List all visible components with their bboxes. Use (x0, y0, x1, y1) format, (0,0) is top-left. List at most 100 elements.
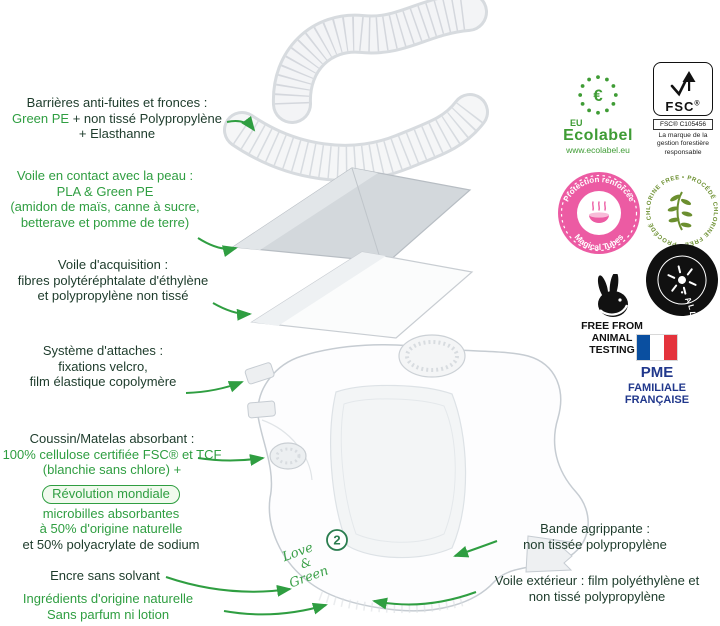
annotation-barrieres: Barrières anti-fuites et fronces :Green … (4, 95, 230, 142)
fsc-caption: La marque de la gestion forestière respo… (650, 132, 716, 157)
arrow-bande (453, 540, 498, 558)
annotation-segment: microbilles absorbantes (42, 505, 180, 521)
annotation-segment: 100% cellulose certifiée FSC® et TCF (2, 446, 222, 462)
annotation-line: non tissée polypropylène (492, 537, 698, 553)
annotation-segment: film élastique copolymère (29, 374, 177, 390)
fsc-code-label: FSC® C105456 (653, 119, 713, 130)
annotation-segment: PLA & Green PE (56, 183, 154, 199)
annotation-segment: + Elasthanne (78, 126, 156, 142)
annotation-segment: (amidon de maïs, canne à sucre, (10, 199, 200, 215)
annotation-line: et 50% polyacrylate de sodium (8, 537, 214, 553)
annotation-segment: et 50% polyacrylate de sodium (22, 536, 200, 552)
annotation-segment: à 50% d'origine naturelle (39, 521, 183, 537)
annotation-line: fibres polytéréphtalate d'éthylène (2, 273, 224, 289)
pme-badge: PME FAMILIALE FRANÇAISE (618, 334, 696, 407)
annotation-line: (blanchie sans chlore) + (0, 462, 224, 478)
arrow-barrieres (226, 116, 256, 132)
number-2-badge: 2 (326, 529, 348, 551)
olive-branch-icon (667, 191, 693, 231)
number-2-label: 2 (333, 533, 340, 548)
fastening-tabs (244, 362, 276, 419)
annotation-line: Système d'attaches : (22, 343, 184, 359)
eu-flower-icon: € (578, 75, 618, 115)
annotation-line: betterave et pomme de terre) (4, 215, 206, 231)
annotation-line: Encre sans solvant (34, 568, 176, 584)
pointer-arrows (165, 116, 498, 616)
rabbit-icon (597, 274, 629, 317)
arrow-coussin (197, 454, 265, 466)
arrow-voile-peau (197, 237, 238, 257)
annotation-line: (amidon de maïs, canne à sucre, (4, 199, 206, 215)
pme-line: FAMILIALE (627, 381, 687, 394)
annotation-bande-agrippante: Bande agrippante :non tissée polypropylè… (492, 521, 698, 552)
annotation-line: à 50% d'origine naturelle (8, 521, 214, 537)
fsc-caption-line: La marque de la (658, 132, 708, 139)
annotation-revolution: Révolution mondiale microbilles absorban… (8, 485, 214, 552)
euro-symbol: € (593, 86, 603, 105)
annotation-line: Sans parfum ni lotion (2, 607, 214, 623)
pme-line: PME (640, 364, 674, 381)
absorbent-pad (269, 442, 307, 470)
annotation-segment: non tissé polypropylène (528, 588, 666, 604)
annotation-segment: + non tissé Polypropylène (69, 110, 222, 126)
annotation-systeme-attaches: Système d'attaches :fixations velcro,fil… (22, 343, 184, 390)
annotation-line: + Elasthanne (4, 126, 230, 142)
allergy-flower-icon (667, 265, 697, 295)
magical-tubes-seal: Protection renforcée Magical Tubes (558, 172, 640, 254)
annotation-segment: Sans parfum ni lotion (46, 606, 170, 622)
annotation-segment: Voile d'acquisition : (57, 257, 169, 272)
animal-testing-line: FREE FROM (581, 320, 643, 332)
annotation-line: microbilles absorbantes (8, 506, 214, 522)
annotation-line: PLA & Green PE (4, 184, 206, 200)
pme-line: FRANÇAISE (624, 394, 690, 407)
annotation-line: Voile d'acquisition : (2, 257, 224, 273)
annotation-segment: et polypropylène non tissé (37, 288, 189, 304)
magical-tubes-bowl-icon (589, 201, 609, 223)
fsc-logo-box: FSC® (653, 62, 713, 116)
ecolabel-eu-label: EU (570, 118, 583, 128)
brand-line-2: & (298, 555, 313, 572)
annotation-line: Voile extérieur : film polyéthylène et (474, 573, 720, 589)
annotation-segment: Voile extérieur : film polyéthylène et (494, 573, 700, 588)
animal-testing-line: ANIMAL (591, 332, 633, 345)
fsc-badge: FSC® FSC® C105456 La marque de la gestio… (650, 62, 716, 157)
annotation-line: Bande agrippante : (492, 521, 698, 537)
annotation-line: et polypropylène non tissé (2, 288, 224, 304)
arrow-voile-acquisition (212, 302, 252, 321)
ruffle-band-second (223, 93, 489, 182)
annotation-segment: Bande agrippante : (540, 521, 650, 536)
diaper-body: 2 Love & Green (244, 334, 589, 614)
french-flag-icon (636, 334, 678, 361)
annotation-line: Green PE + non tissé Polypropylène (4, 111, 230, 127)
annotation-segment: fibres polytéréphtalate d'éthylène (17, 272, 209, 288)
annotation-segment: (blanchie sans chlore) + (42, 462, 182, 478)
annotation-line: 100% cellulose certifiée FSC® et TCF (0, 447, 224, 463)
ecolabel-name-label: Ecolabel (563, 127, 633, 144)
annotation-line: Barrières anti-fuites et fronces : (4, 95, 230, 111)
chlorine-free-badge: • PROCÉDÉ CHLORINE FREE • PROCÉDÉ CHLORI… (646, 168, 718, 254)
fsc-reg-mark: ® (694, 100, 701, 108)
annotation-line: Ingrédients d'origine naturelle (2, 591, 214, 607)
arrow-ingredients (223, 602, 328, 616)
annotation-voile-acquisition: Voile d'acquisition :fibres polytéréphta… (2, 257, 224, 304)
fsc-name-label: FSC (665, 99, 695, 114)
annotation-segment: Coussin/Matelas absorbant : (29, 431, 195, 446)
fsc-tree-icon (670, 71, 696, 97)
annotation-encre: Encre sans solvant (34, 568, 176, 584)
annotation-segment: Voile en contact avec la peau : (16, 168, 194, 183)
ruffle-band-top (271, 0, 488, 124)
annotation-line: fixations velcro, (22, 359, 184, 375)
annotation-segment: Système d'attaches : (42, 343, 164, 358)
arrow-voile-exterieur (372, 591, 477, 610)
annotation-segment: Green PE (12, 110, 70, 126)
arrow-encre (165, 576, 292, 597)
annotation-segment: non tissée polypropylène (523, 536, 667, 552)
annotation-line: Coussin/Matelas absorbant : (0, 431, 224, 447)
annotation-segment: Encre sans solvant (50, 568, 160, 583)
annotation-line: non tissé polypropylène (474, 589, 720, 605)
eu-ecolabel-badge: € EU Ecolabel www.ecolabel.eu (554, 74, 642, 155)
annotation-segment: Ingrédients d'origine naturelle (22, 591, 194, 606)
